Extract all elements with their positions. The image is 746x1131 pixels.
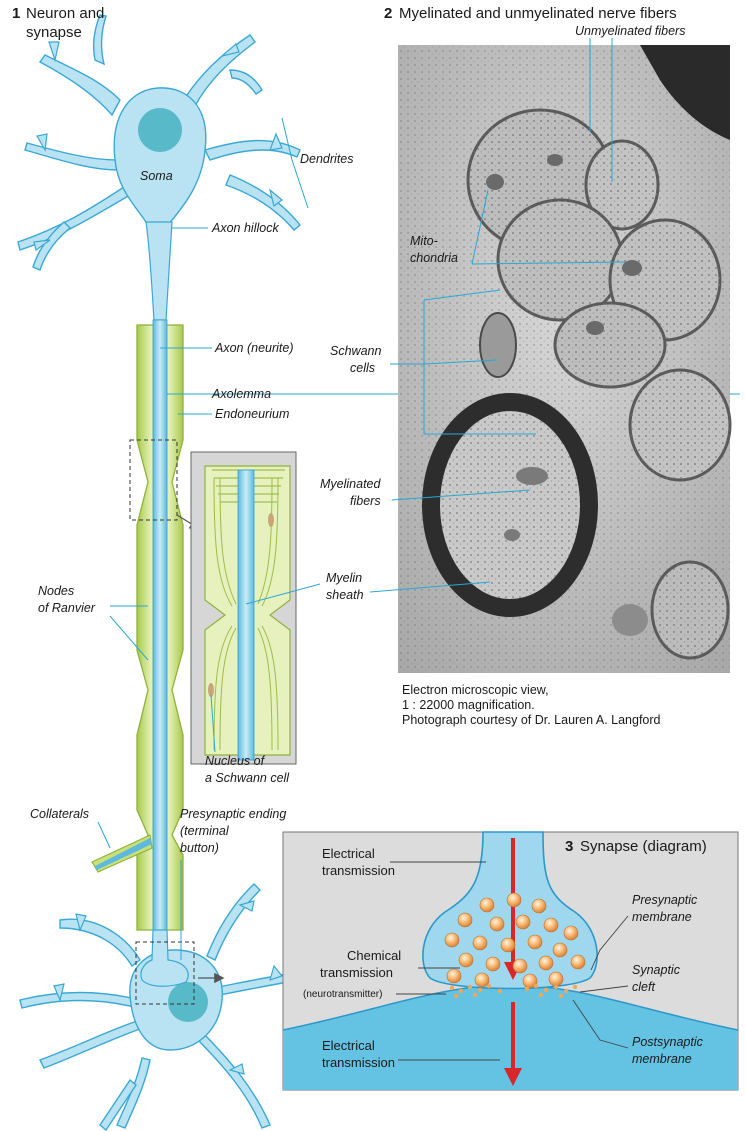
label-collaterals: Collaterals (30, 807, 89, 821)
label-schwann-line1: Schwann (330, 344, 381, 358)
label-nucleus-line2: a Schwann cell (205, 771, 290, 785)
label-postsynaptic-membrane-line2: membrane (632, 1052, 692, 1066)
label-unmyelinated: Unmyelinated fibers (575, 24, 685, 38)
label-myelin-line2: sheath (326, 588, 364, 602)
label-nodes-line1: Nodes (38, 584, 74, 598)
label-neurotransmitter: (neurotransmitter) (303, 989, 382, 1000)
label-mito-line1: Mito- (410, 234, 438, 248)
label-synaptic-cleft-line2: cleft (632, 980, 655, 994)
lower-soma-nucleus (168, 982, 208, 1022)
label-presynaptic-membrane-line1: Presynaptic (632, 893, 698, 907)
label-axolemma: Axolemma (211, 387, 271, 401)
label-electrical-top-line1: Electrical (322, 846, 375, 861)
label-presynaptic-membrane-line2: membrane (632, 910, 692, 924)
panel3-number: 3 (565, 838, 573, 855)
panel2-number: 2 (384, 5, 392, 22)
label-presynaptic-line2: (terminal (180, 824, 230, 838)
label-presynaptic-line3: button) (180, 841, 219, 855)
label-chemical-line2: transmission (320, 965, 393, 980)
panel1-title-line1: Neuron and (26, 5, 104, 22)
label-schwann-line2: cells (350, 361, 375, 375)
label-nodes-line2: of Ranvier (38, 601, 96, 615)
panel3-title: Synapse (diagram) (580, 838, 707, 855)
label-myelinated-line2: fibers (350, 494, 381, 508)
label-electrical-bottom-line2: transmission (322, 1055, 395, 1070)
label-chemical-line1: Chemical (347, 948, 401, 963)
label-myelin-line1: Myelin (326, 571, 362, 585)
label-mito-line2: chondria (410, 251, 458, 265)
em-caption-line2: 1 : 22000 magnification. (402, 698, 535, 712)
axon-hillock (146, 222, 172, 320)
label-dendrites: Dendrites (300, 152, 354, 166)
label-axon: Axon (neurite) (214, 341, 294, 355)
label-postsynaptic-membrane-line1: Postsynaptic (632, 1035, 704, 1049)
label-electrical-top-line2: transmission (322, 863, 395, 878)
label-presynaptic-line1: Presynaptic ending (180, 807, 286, 821)
label-electrical-bottom-line1: Electrical (322, 1038, 375, 1053)
soma-nucleus (138, 108, 182, 152)
em-caption-line3: Photograph courtesy of Dr. Lauren A. Lan… (402, 713, 661, 727)
label-synaptic-cleft-line1: Synaptic (632, 963, 681, 977)
label-endoneurium: Endoneurium (215, 407, 289, 421)
label-soma: Soma (140, 169, 173, 183)
label-myelinated-line1: Myelinated (320, 477, 381, 491)
label-nucleus-line1: Nucleus of (205, 754, 266, 768)
panel1-title-line2: synapse (26, 24, 82, 41)
em-photo (398, 45, 730, 673)
panel2-title: Myelinated and unmyelinated nerve fibers (399, 5, 677, 22)
label-axon-hillock: Axon hillock (211, 221, 279, 235)
em-caption-line1: Electron microscopic view, (402, 683, 549, 697)
node-of-ranvier-inset (191, 452, 296, 764)
panel1-number: 1 (12, 5, 20, 22)
